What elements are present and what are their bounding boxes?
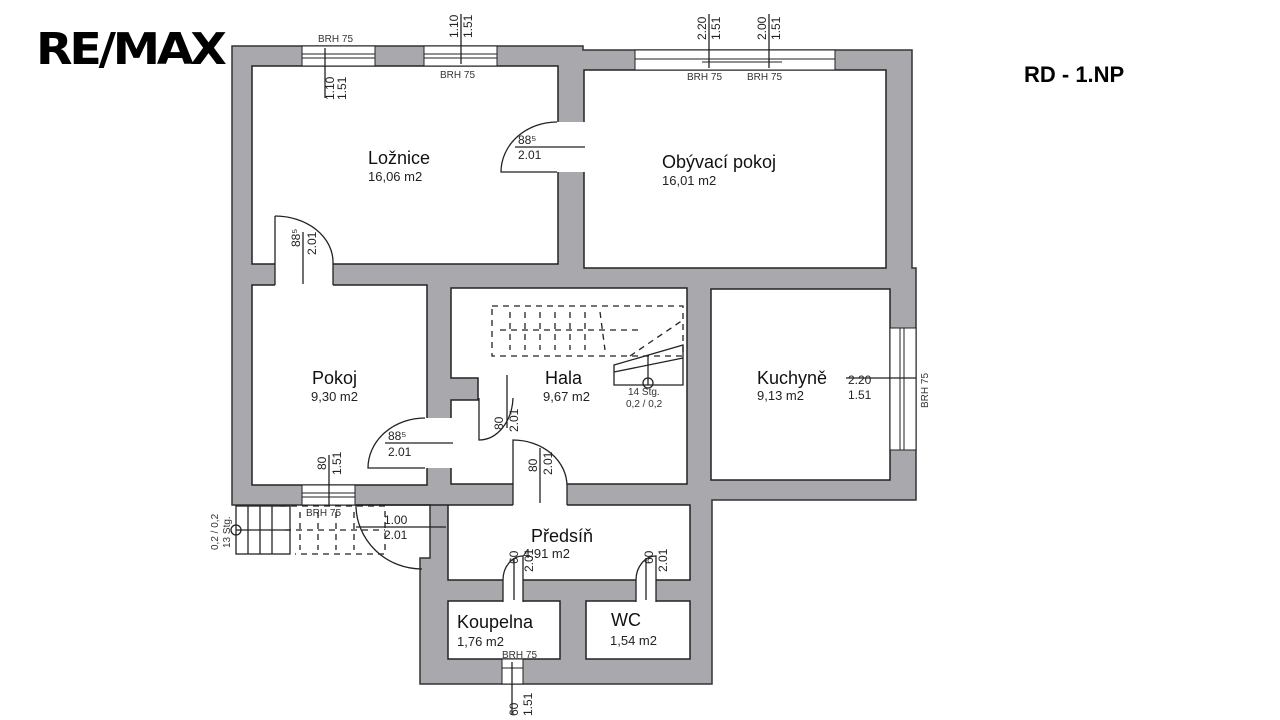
room-name: Kuchyně — [757, 368, 827, 388]
door-width: 80 — [526, 458, 540, 472]
stairs-hala — [491, 305, 684, 389]
door-height: 2.01 — [384, 528, 408, 542]
door-swing — [274, 215, 334, 285]
door-swing — [367, 417, 426, 469]
door-opening — [275, 262, 333, 286]
room-predsin — [356, 504, 691, 581]
stairs-steps: 14 Stg. — [628, 387, 660, 398]
door-swing — [478, 397, 514, 441]
window-width: 1.10 — [447, 14, 461, 38]
window-height: 1.51 — [335, 76, 349, 100]
window-label: BRH 75 — [747, 72, 782, 83]
door-width: 60 — [642, 550, 656, 564]
window-height: 1.51 — [330, 451, 344, 475]
room-obyvaci-pokoj — [583, 69, 887, 269]
room-loznice — [251, 65, 559, 265]
window-width: 2.00 — [755, 16, 769, 40]
floor-title: RD - 1.NP — [1024, 62, 1125, 87]
window-width: 60 — [507, 702, 521, 716]
stairs-steps: 13 Stg. — [222, 516, 233, 548]
door-height: 2.01 — [507, 408, 521, 432]
room-wc — [585, 600, 691, 660]
room-koupelna — [447, 600, 561, 660]
stairs-entry — [230, 505, 386, 555]
window-height: 1.51 — [461, 14, 475, 38]
stairs-ratio: 0,2 / 0,2 — [210, 513, 221, 550]
doors — [274, 121, 657, 602]
window-dimensions — [324, 14, 916, 715]
room-kuchyne — [710, 288, 891, 481]
room-area: 9,30 m2 — [311, 389, 358, 404]
door-height: 2.01 — [656, 548, 670, 572]
window-height: 1.51 — [769, 16, 783, 40]
room-area: 9,67 m2 — [543, 389, 590, 404]
window — [634, 49, 836, 71]
room-area: 16,01 m2 — [662, 173, 716, 188]
door-height: 2.01 — [305, 231, 319, 255]
door-height: 2.01 — [518, 148, 542, 162]
window-height: 1.51 — [848, 388, 872, 402]
window-label: BRH 75 — [440, 70, 475, 81]
window — [301, 45, 376, 67]
room-name: Koupelna — [457, 612, 534, 632]
window-height: 1.51 — [521, 692, 535, 716]
door-swing — [502, 555, 524, 602]
room-name: Hala — [545, 368, 583, 388]
room-name: Obývací pokoj — [662, 152, 776, 172]
window-label: BRH 75 — [920, 373, 931, 408]
door-width: 88⁵ — [289, 229, 303, 247]
door-swing — [355, 504, 423, 570]
door-width: 88⁵ — [388, 429, 406, 443]
door-width: 1.00 — [384, 513, 408, 527]
door-width: 80 — [492, 416, 506, 430]
window-label: BRH 75 — [687, 72, 722, 83]
window-label: BRH 75 — [306, 508, 341, 519]
door-height: 2.01 — [388, 445, 412, 459]
room-area: 1,76 m2 — [457, 634, 504, 649]
door-swing — [635, 555, 657, 602]
door-swing — [500, 121, 558, 173]
room-name: Pokoj — [312, 368, 357, 388]
door-opening — [503, 578, 523, 602]
room-area: 1,54 m2 — [610, 633, 657, 648]
door-height: 2.01 — [541, 451, 555, 475]
room-area: 4,91 m2 — [523, 546, 570, 561]
window-height: 1.51 — [709, 16, 723, 40]
door-opening — [479, 398, 513, 406]
door-width: 60 — [507, 550, 521, 564]
window-label: BRH 75 — [502, 650, 537, 661]
window — [889, 327, 917, 451]
windows — [301, 45, 917, 685]
room-area: 9,13 m2 — [757, 388, 804, 403]
window-width: 80 — [315, 456, 329, 470]
window-width: 1.10 — [323, 76, 337, 100]
stairs-ratio: 0,2 / 0,2 — [626, 399, 663, 410]
room-name: Ložnice — [368, 148, 430, 168]
door-swing — [512, 439, 568, 505]
window-width: 2.20 — [848, 373, 872, 387]
door-width: 88⁵ — [518, 133, 536, 147]
room-name: Předsíň — [531, 526, 593, 546]
room-name: WC — [611, 610, 641, 630]
room-area: 16,06 m2 — [368, 169, 422, 184]
remax-logo: RE/MAX — [36, 24, 227, 75]
room-pokoj — [251, 284, 428, 486]
window-label: BRH 75 — [318, 34, 353, 45]
window-width: 2.20 — [695, 16, 709, 40]
door-height: 2.01 — [522, 548, 536, 572]
